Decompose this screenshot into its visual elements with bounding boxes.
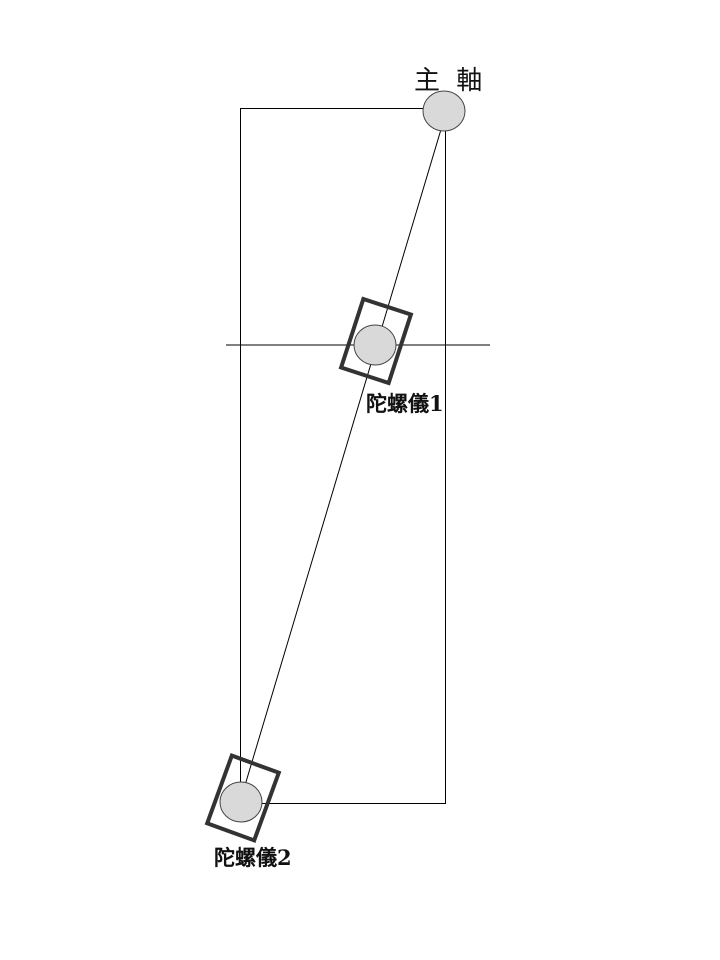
gyroscope-1-label: 陀螺儀1: [366, 391, 444, 416]
gyroscope-1-frame: [338, 296, 414, 386]
gyroscope-2: [204, 753, 282, 843]
body-rectangle: [240, 108, 446, 804]
diagonal-line: [239, 105, 449, 803]
main-axis-circle: [422, 90, 466, 132]
gyroscope-2-label: 陀螺儀2: [214, 845, 292, 870]
gyroscope-2-frame: [204, 753, 282, 843]
main-axis-label: 主 軸: [414, 66, 487, 96]
gyroscope-1-circle: [353, 324, 397, 366]
gyroscope-2-circle: [219, 781, 263, 823]
gyroscope-1: [338, 296, 414, 386]
